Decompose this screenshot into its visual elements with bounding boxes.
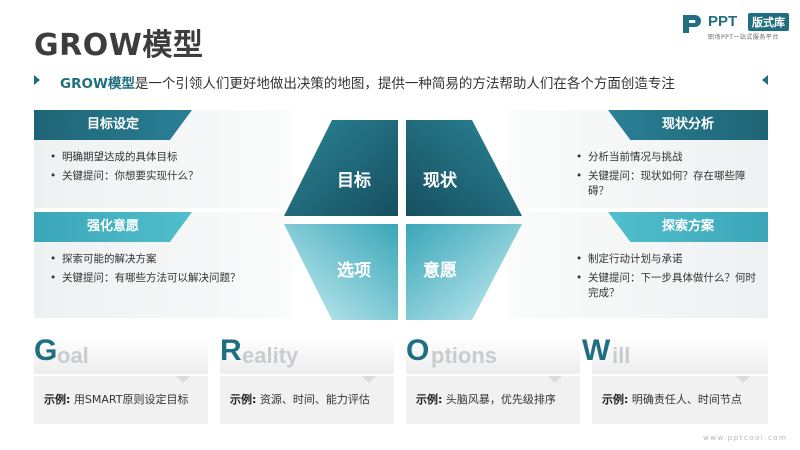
brand-logo: PPT 版式库 职场PPT一站式服务平台	[680, 10, 795, 44]
quadrant-reality-shape	[406, 120, 522, 216]
quadrant-will-shape	[406, 224, 522, 320]
quadrant-options-shape	[284, 224, 398, 320]
example-text: 头脑风暴，优先级排序	[445, 393, 556, 406]
triangle-left-icon	[762, 75, 768, 85]
list-item: 制定行动计划与承诺	[574, 252, 759, 267]
example-text: 用SMART原则设定目标	[73, 393, 189, 406]
example-prefix: 示例:	[44, 393, 71, 406]
quadrant-options-label: 选项	[337, 261, 371, 281]
tab-reality-analysis-label: 现状分析	[661, 117, 714, 132]
strengthen-will-bullets: 探索可能的解决方案 关键提问：有哪些方法可以解决问题？	[48, 252, 278, 290]
reality-analysis-bullets: 分析当前情况与挑战 关键提问：现状如何？存在哪些障碍？	[574, 150, 759, 203]
quadrant-goal-label: 目标	[337, 171, 371, 191]
tab-explore-options: 探索方案	[608, 212, 768, 242]
reality-shade	[220, 336, 394, 374]
triangle-right-icon	[34, 75, 40, 85]
subtitle: GROW模型是一个引领人们更好地做出决策的地图，提供一种简易的方法帮助人们在各个…	[60, 72, 675, 92]
example-will: 示例: 明确责任人、时间节点	[592, 376, 768, 424]
initial-w: W	[582, 334, 611, 367]
word-reality-rest: eality	[242, 343, 299, 368]
subtitle-text: 是一个引领人们更好地做出决策的地图，提供一种简易的方法帮助人们在各个方面创造专注	[134, 76, 675, 92]
notch-goal	[176, 376, 190, 383]
explore-options-bullets: 制定行动计划与承诺 关键提问：下一步具体做什么？何时完成？	[574, 252, 759, 305]
footer-url: www.pptcool.com	[703, 434, 788, 442]
tab-reality-analysis: 现状分析	[608, 110, 768, 140]
initial-g: G	[34, 334, 58, 367]
example-prefix: 示例:	[416, 393, 443, 406]
example-options: 示例: 头脑风暴，优先级排序	[406, 376, 580, 424]
initial-r: R	[220, 334, 242, 367]
options-shade	[406, 336, 580, 374]
logo-badge: 版式库	[748, 13, 789, 31]
example-goal: 示例: 用SMART原则设定目标	[34, 376, 208, 424]
tab-strengthen-will-label: 强化意愿	[86, 219, 139, 234]
tab-explore-options-label: 探索方案	[661, 219, 714, 234]
notch-options	[548, 376, 562, 383]
ppt-logo-icon	[683, 15, 701, 33]
example-reality: 示例: 资源、时间、能力评估	[220, 376, 394, 424]
goal-setting-bullets: 明确期望达成的具体目标 关键提问：你想要实现什么？	[48, 150, 278, 188]
example-text: 资源、时间、能力评估	[259, 393, 370, 406]
list-item: 关键提问：有哪些方法可以解决问题？	[48, 271, 278, 286]
will-shade	[592, 336, 768, 374]
subtitle-bar: GROW模型是一个引领人们更好地做出决策的地图，提供一种简易的方法帮助人们在各个…	[34, 70, 768, 92]
list-item: 关键提问：现状如何？存在哪些障碍？	[574, 169, 759, 199]
list-item: 关键提问：下一步具体做什么？何时完成？	[574, 271, 759, 301]
example-prefix: 示例:	[230, 393, 257, 406]
word-options-rest: ptions	[431, 343, 497, 368]
logo-slogan: 职场PPT一站式服务平台	[708, 34, 779, 41]
tab-goal-setting-label: 目标设定	[86, 117, 139, 132]
list-item: 分析当前情况与挑战	[574, 150, 759, 165]
tab-strengthen-will: 强化意愿	[34, 212, 192, 242]
list-item: 探索可能的解决方案	[48, 252, 278, 267]
list-item: 明确期望达成的具体目标	[48, 150, 278, 165]
letter-goal: G oal	[34, 334, 208, 370]
logo-text: PPT	[708, 13, 738, 30]
word-goal-rest: oal	[57, 343, 89, 368]
letter-reality: R eality	[220, 334, 394, 370]
grow-hexagon-diagram	[284, 120, 522, 320]
list-item: 关键提问：你想要实现什么？	[48, 169, 278, 184]
example-text: 明确责任人、时间节点	[631, 393, 742, 406]
notch-will	[736, 376, 750, 383]
letter-options: O ptions	[406, 334, 580, 370]
quadrant-will-label: 意愿	[423, 261, 457, 281]
initial-o: O	[406, 334, 430, 367]
tab-goal-setting: 目标设定	[34, 110, 192, 140]
letter-will: W ill	[582, 334, 758, 370]
word-will-rest: ill	[612, 343, 631, 368]
notch-reality	[362, 376, 376, 383]
goal-shade	[34, 336, 208, 374]
quadrant-goal-shape	[284, 120, 398, 216]
subtitle-highlight: GROW模型	[60, 76, 135, 92]
example-prefix: 示例:	[602, 393, 629, 406]
page-title: GROW模型	[34, 28, 204, 63]
quadrant-reality-label: 现状	[423, 171, 457, 191]
